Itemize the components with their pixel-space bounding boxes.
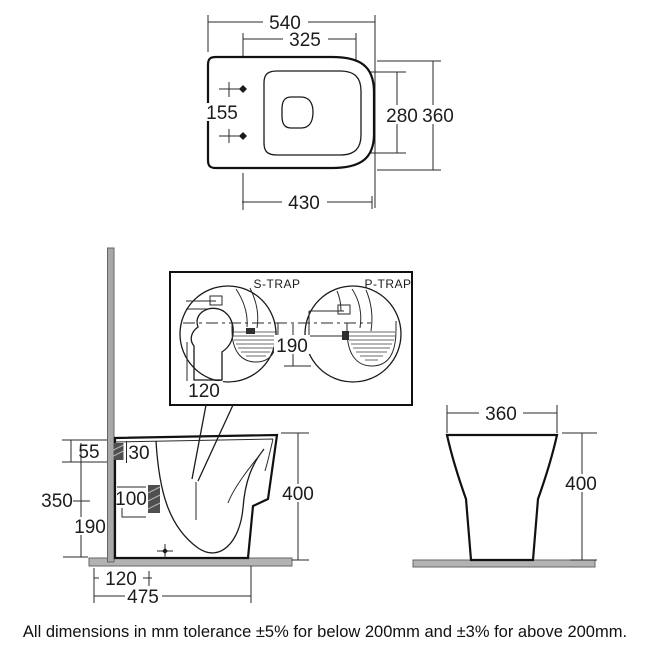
dim-bowl-width: 280 [386, 106, 418, 127]
top-view: 540 325 155 280 360 430 [203, 13, 455, 214]
dim-floor-to-bracket: 350 [41, 491, 73, 512]
detail-leader-lines [191, 404, 234, 482]
dim-overall-length: 540 [269, 13, 301, 34]
dim-overall-width: 360 [422, 106, 454, 127]
wall-bracket [148, 485, 160, 513]
trap-detail-box: 190 120 S-TRAP P-TRAP [169, 271, 413, 406]
seat-line-side [114, 438, 274, 472]
dim-overall-height-front: 400 [565, 474, 597, 495]
p-trap-label: P-TRAP [364, 277, 411, 291]
front-dim-lines-height [562, 432, 597, 561]
s-trap-seal [246, 328, 255, 334]
dim-hinge-inset: 30 [128, 443, 149, 464]
pan-outline-top [206, 55, 376, 170]
hinge-bracket [113, 443, 124, 460]
dim-trap-outlet-height: 190 [276, 336, 308, 357]
pan-outline-front [445, 433, 559, 562]
dim-overall-height-side: 400 [282, 484, 314, 505]
bracket-dim-lines [117, 486, 146, 518]
dim-rim-drop: 55 [78, 442, 99, 463]
dim-outlet-offset-side: 120 [105, 569, 137, 590]
fixing-hole-cross-marks [219, 82, 240, 143]
p-trap-bowl [346, 321, 397, 367]
front-view: 360 400 [412, 404, 600, 568]
seat-ring-top [263, 70, 362, 156]
s-trap-label: S-TRAP [253, 277, 300, 291]
dim-trap-outlet-offset: 120 [188, 381, 220, 402]
s-trap-detail-circle [179, 285, 277, 383]
tolerance-note: All dimensions in mm tolerance ±5% for b… [23, 623, 627, 641]
wall [107, 247, 115, 563]
dim-overall-depth: 475 [127, 587, 159, 608]
dim-outlet-height-side: 190 [74, 517, 106, 538]
s-trap-pipe [190, 307, 234, 381]
bowl-outlet-top [281, 96, 314, 129]
p-trap-water-hatch [348, 331, 395, 361]
side-left-dim-lines [62, 439, 107, 558]
p-trap-detail-circle [304, 285, 402, 383]
dim-front-to-fixing: 430 [288, 193, 320, 214]
bowl-inner-curve [227, 451, 263, 504]
outlet-centre-point [162, 548, 168, 554]
dim-bracket-size: 100 [115, 489, 147, 510]
p-trap-drawing [308, 288, 397, 367]
bowl-profile-side [155, 440, 265, 554]
dim-hinge-spacing: 155 [206, 103, 238, 124]
side-view: 55 30 350 100 190 400 120 475 [41, 247, 317, 608]
side-bottom-dim-lines [93, 566, 252, 603]
dim-overall-width-front: 360 [485, 404, 517, 425]
p-trap-seal [342, 331, 349, 340]
dim-seat-length: 325 [289, 30, 321, 51]
floor [88, 557, 293, 567]
